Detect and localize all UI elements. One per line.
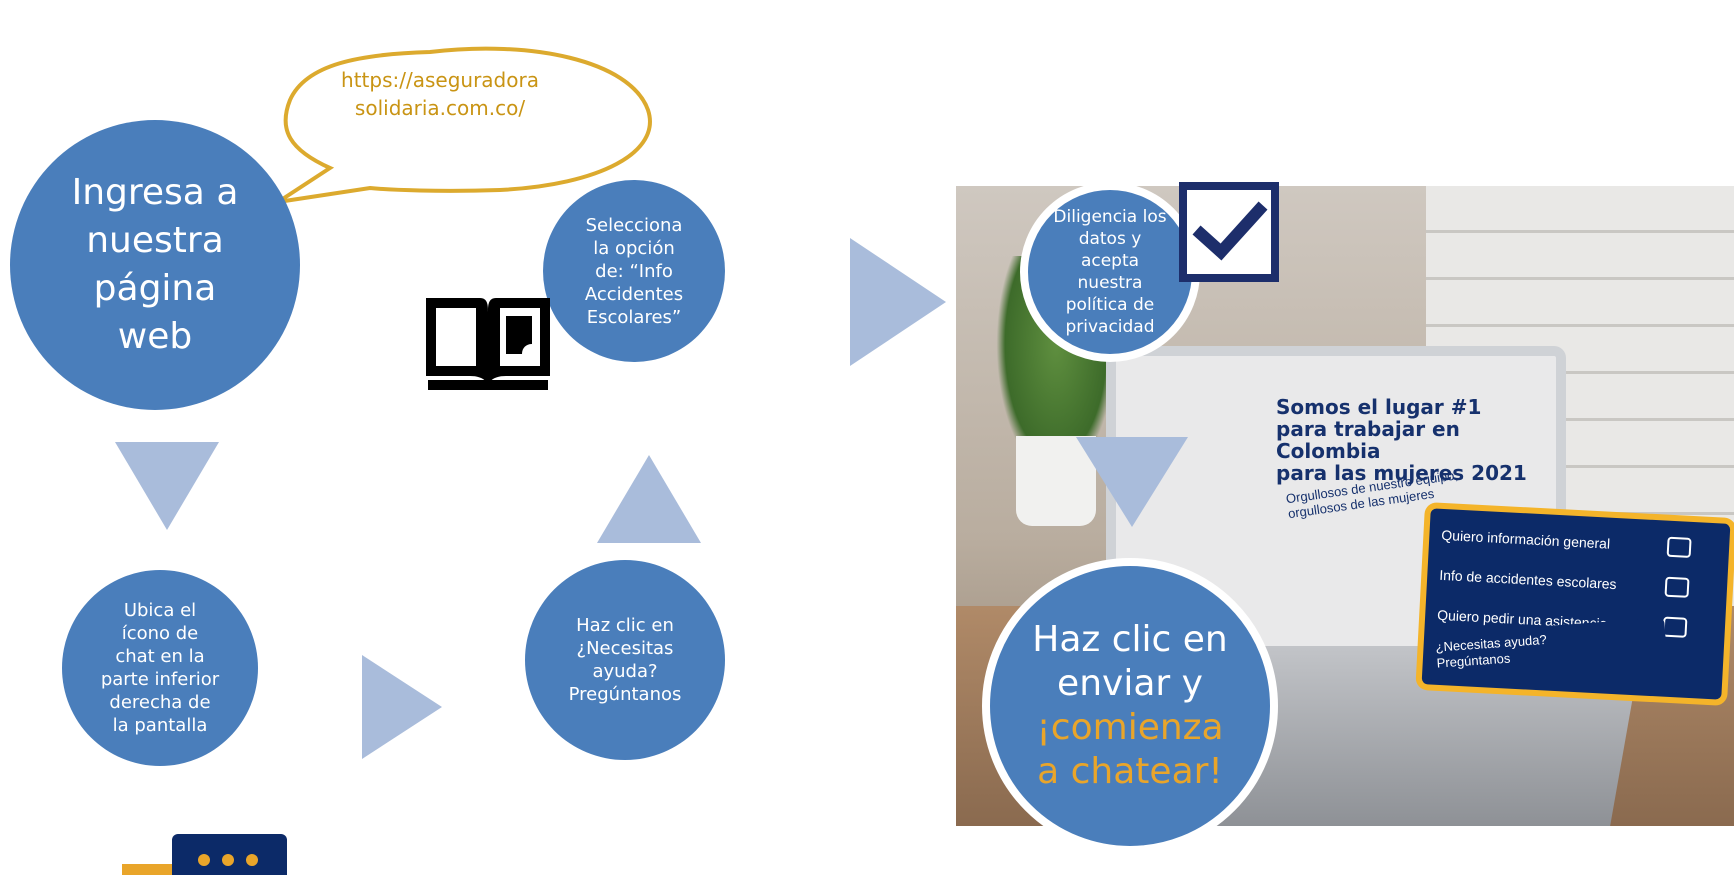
step-circle-enter-site: Ingresa a nuestra página web (10, 120, 300, 410)
menu-item-general: Quiero información general (1441, 525, 1692, 558)
step-text: Diligencia los datos y acepta nuestra po… (1053, 207, 1167, 337)
tools-icon (1662, 616, 1688, 638)
arrow-right-icon (362, 655, 442, 759)
final-line-3: ¡comienza (1036, 707, 1224, 748)
step-text: Ingresa a nuestra página web (71, 172, 239, 357)
step-circle-locate-chat: Ubica el ícono de chat en la parte infer… (62, 570, 258, 766)
arrow-up-icon (597, 455, 701, 543)
final-line-4: a chatear! (1037, 751, 1223, 792)
chat-logo-icon (122, 834, 287, 875)
step-circle-fill-form: Diligencia los datos y acepta nuestra po… (1020, 182, 1200, 362)
step-circle-select-option: Selecciona la opción de: “Info Accidente… (543, 180, 725, 362)
chat-logo-body (172, 834, 287, 875)
arrow-down-icon (1076, 437, 1188, 527)
chat-icon (1666, 536, 1692, 558)
arrow-right-icon (850, 238, 946, 366)
step-circle-send-chat: Haz clic en enviar y ¡comienza a chatear… (982, 558, 1278, 854)
book-icon (1664, 576, 1690, 598)
website-headline: Somos el lugar #1 para trabajar en Colom… (1276, 395, 1527, 485)
menu-item-label: Quiero información general (1441, 526, 1611, 552)
final-line-1: Haz clic en (1032, 619, 1228, 660)
step-text: Selecciona la opción de: “Info Accidente… (584, 214, 684, 328)
arrow-down-icon (115, 442, 219, 530)
final-line-2: enviar y (1057, 663, 1203, 704)
step-text: Haz clic en ¿Necesitas ayuda? Pregúntano… (568, 615, 682, 705)
url-text: https://aseguradora solidaria.com.co/ (341, 68, 539, 120)
chat-logo-accent (122, 864, 172, 875)
checkmark-icon (1192, 201, 1268, 261)
menu-item-label: Info de accidentes escolares (1438, 566, 1617, 593)
checkbox-checked-icon (1179, 182, 1279, 282)
step-text: Ubica el ícono de chat en la parte infer… (100, 600, 220, 736)
step-circle-click-help: Haz clic en ¿Necesitas ayuda? Pregúntano… (525, 560, 725, 760)
menu-item-accidents: Info de accidentes escolares (1439, 565, 1690, 598)
open-book-icon (426, 298, 550, 390)
url-speech-bubble (276, 46, 652, 204)
